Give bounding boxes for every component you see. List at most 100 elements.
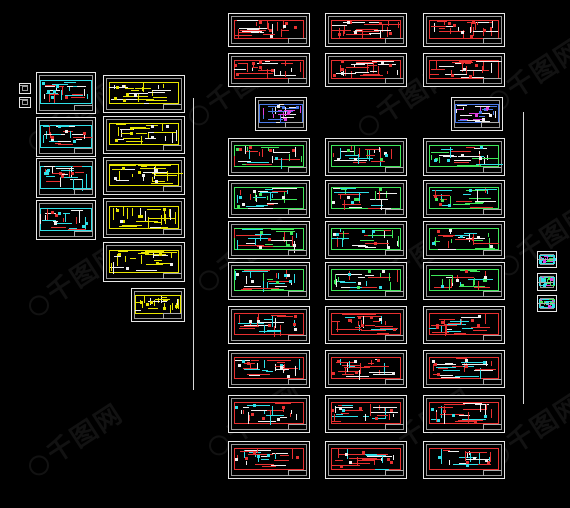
column-plan-sheet[interactable] xyxy=(228,262,310,300)
plan-mark xyxy=(342,237,344,247)
floor-plan-sheet[interactable] xyxy=(423,395,505,433)
foundation-plan-sheet[interactable] xyxy=(423,53,505,87)
column-plan-sheet[interactable] xyxy=(325,221,407,259)
floor-plan-sheet[interactable] xyxy=(325,395,407,433)
plan-mark xyxy=(549,256,552,258)
floor-plan-sheet[interactable] xyxy=(228,441,310,479)
plan-block xyxy=(472,456,476,460)
legend-sheet[interactable] xyxy=(19,83,31,94)
plan-mark xyxy=(274,69,276,76)
small-detail-sheet[interactable] xyxy=(537,251,557,268)
plan-block xyxy=(543,260,547,264)
foundation-plan-sheet[interactable] xyxy=(228,53,310,87)
column-plan-sheet[interactable] xyxy=(228,221,310,259)
plan-mark xyxy=(391,230,393,239)
column-plan-sheet[interactable] xyxy=(325,180,407,218)
plan-mark xyxy=(463,233,477,235)
detail-sheet[interactable] xyxy=(36,72,96,114)
title-block xyxy=(385,335,404,341)
plan-mark xyxy=(340,413,350,415)
foundation-plan-sheet[interactable] xyxy=(325,53,407,87)
plan-block xyxy=(59,171,62,175)
yellow-plan-sheet[interactable] xyxy=(131,288,185,322)
plan-block xyxy=(332,201,336,205)
floor-plan-sheet[interactable] xyxy=(325,350,407,388)
plan-block xyxy=(541,277,545,281)
column-plan-sheet[interactable] xyxy=(228,180,310,218)
plan-mark xyxy=(446,324,466,326)
plan-mark xyxy=(52,173,65,175)
plan-mark xyxy=(52,221,59,223)
plan-mark xyxy=(544,301,547,303)
small-detail-sheet[interactable] xyxy=(537,273,557,291)
small-detail-sheet[interactable] xyxy=(537,295,557,312)
plan-block xyxy=(295,455,299,459)
plan-mark xyxy=(336,322,338,333)
foundation-plan-sheet[interactable] xyxy=(325,13,407,47)
column-plan-sheet[interactable] xyxy=(228,138,310,176)
plan-mark xyxy=(335,73,356,75)
floor-plan-sheet[interactable] xyxy=(228,306,310,344)
foundation-plan-sheet[interactable] xyxy=(228,13,310,47)
detail-sheet[interactable] xyxy=(36,200,96,240)
column-plan-sheet[interactable] xyxy=(325,262,407,300)
detail-sheet[interactable] xyxy=(36,158,96,198)
yellow-plan-sheet[interactable] xyxy=(103,198,185,238)
column-plan-sheet[interactable] xyxy=(325,138,407,176)
plan-mark xyxy=(283,231,285,243)
legend-sheet[interactable] xyxy=(19,97,31,108)
plan-mark xyxy=(458,120,468,122)
plan-mark xyxy=(78,217,80,223)
detail-sheet[interactable] xyxy=(36,117,96,157)
plan-block xyxy=(239,147,243,151)
sheet-drawing xyxy=(233,402,305,425)
plan-mark xyxy=(462,363,489,365)
floor-plan-sheet[interactable] xyxy=(423,350,505,388)
plan-mark xyxy=(56,126,76,128)
floor-plan-sheet[interactable] xyxy=(325,441,407,479)
plan-block xyxy=(149,301,153,305)
plan-block xyxy=(482,28,486,32)
column-plan-sheet[interactable] xyxy=(423,262,505,300)
foundation-plan-sheet[interactable] xyxy=(423,13,505,47)
plan-mark xyxy=(545,301,547,304)
yellow-plan-sheet[interactable] xyxy=(103,116,185,154)
column-plan-sheet[interactable] xyxy=(423,138,505,176)
yellow-plan-sheet[interactable] xyxy=(103,75,185,113)
floor-plan-sheet[interactable] xyxy=(325,306,407,344)
floor-plan-sheet[interactable] xyxy=(228,395,310,433)
plan-mark xyxy=(447,450,460,452)
plan-mark xyxy=(356,29,378,31)
plan-mark xyxy=(369,70,378,72)
plan-mark xyxy=(49,133,62,135)
sheet-drawing xyxy=(233,448,305,471)
plan-mark xyxy=(381,457,383,462)
yellow-plan-sheet[interactable] xyxy=(103,157,185,195)
plan-block xyxy=(163,208,167,212)
floor-plan-sheet[interactable] xyxy=(228,350,310,388)
floor-plan-sheet[interactable] xyxy=(423,441,505,479)
plan-mark xyxy=(270,199,297,201)
plan-mark xyxy=(263,409,284,411)
local-detail-sheet[interactable] xyxy=(255,97,307,131)
plan-mark xyxy=(171,302,173,311)
sheet-border xyxy=(106,160,182,192)
local-detail-sheet[interactable] xyxy=(451,97,503,131)
plan-block xyxy=(379,22,383,26)
yellow-plan-sheet[interactable] xyxy=(103,242,185,282)
plan-mark xyxy=(379,327,398,329)
plan-mark xyxy=(61,87,63,96)
plan-mark xyxy=(118,170,120,180)
floor-plan-sheet[interactable] xyxy=(423,306,505,344)
plan-mark xyxy=(398,235,400,248)
plan-mark xyxy=(480,368,482,380)
sheet-drawing xyxy=(233,269,305,292)
plan-block xyxy=(379,188,383,192)
column-plan-sheet[interactable] xyxy=(423,221,505,259)
plan-mark xyxy=(337,280,345,282)
plan-block xyxy=(436,373,440,377)
column-plan-sheet[interactable] xyxy=(423,180,505,218)
plan-mark xyxy=(294,274,296,283)
sheet-border xyxy=(328,444,404,476)
